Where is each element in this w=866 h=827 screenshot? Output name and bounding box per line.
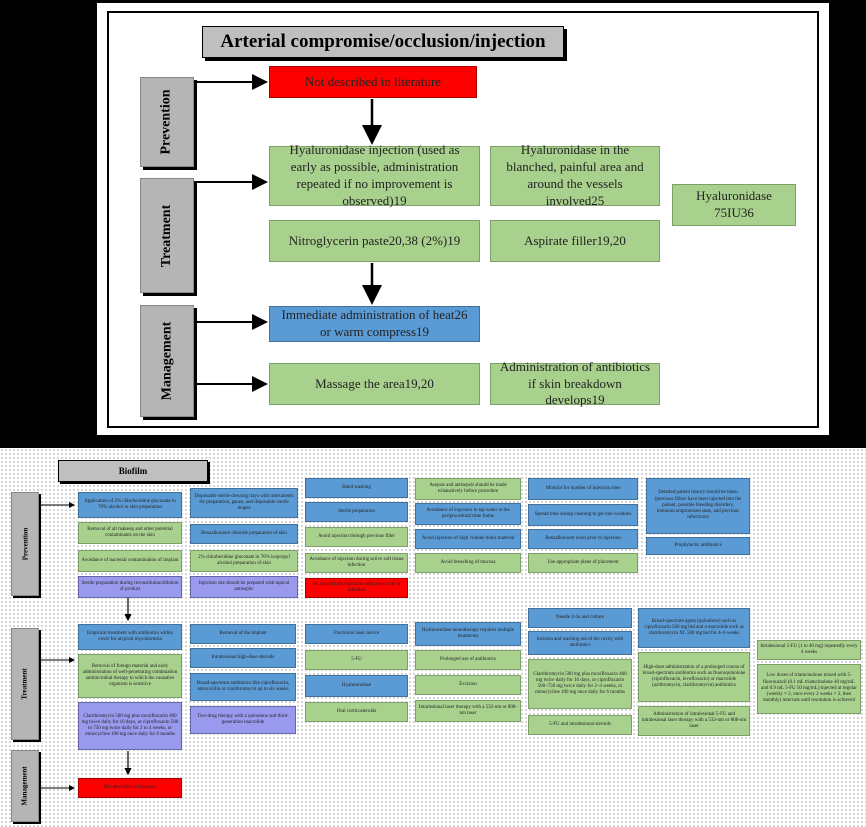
biofilm-prevention-box-20: Benzalkonium wash prior to injection: [528, 529, 638, 549]
biofilm-treatment-box-14: Excision: [415, 675, 521, 695]
biofilm-treatment-box-3: Clarithromycin 500 mg plus moxifloxacin …: [78, 702, 182, 750]
biofilm-title: Biofilm: [58, 460, 208, 482]
biofilm-prevention-box-17: Avoid breaching of mucosa: [415, 553, 521, 573]
biofilm-treatment-box-13: Prolonged use of antibiotics: [415, 650, 521, 670]
biofilm-treatment-box-9: 5-FU: [305, 650, 408, 670]
biofilm-treatment-box-1: Empirical treatment with antibiotics wit…: [78, 624, 182, 650]
biofilm-prevention-box-23: Prophylactic antibiotics: [646, 537, 750, 555]
biofilm-treatment-box-20: Broad-spectrum agent (quinolone) such as…: [638, 608, 750, 648]
biofilm-treatment-box-22: Administration of intralesional 5-FU and…: [638, 706, 750, 736]
biofilm-prevention-box-12: Avoidance of injection during active sof…: [305, 553, 408, 573]
stage-prevention-bottom: Prevention: [11, 492, 39, 596]
biofilm-treatment-box-6: Broad-spectrum antibiotics like ciproflo…: [190, 673, 296, 701]
biofilm-treatment-box-10: Hyaluronidase: [305, 675, 408, 697]
top-treatment-box-3: Hyaluronidase 75IU36: [672, 184, 796, 226]
biofilm-treatment-box-5: Intralesional high-dose steroids: [190, 648, 296, 668]
biofilm-treatment-box-23: Intralesional 5-FU (1 to 40 mg) repeated…: [757, 640, 861, 660]
biofilm-prevention-box-8: Injection site should be prepared with t…: [190, 576, 298, 598]
biofilm-treatment-box-15: Intralesional laser therapy with a 532-n…: [415, 700, 521, 722]
top-management-box-2: Massage the area19,20: [269, 363, 480, 405]
top-prevention-box: Not described in literature: [269, 66, 477, 98]
biofilm-treatment-box-7: Two-drug therapy with a quinolone and th…: [190, 706, 296, 734]
top-treatment-box-5: Aspirate filler19,20: [490, 220, 660, 262]
biofilm-treatment-box-18: Clarithromycin 500 mg plus moxifloxacin …: [528, 659, 632, 709]
stage-management-top: Management: [140, 305, 194, 417]
stage-treatment-top: Treatment: [140, 178, 194, 293]
biofilm-prevention-box-22: Detailed patient history should be taken…: [646, 478, 750, 534]
biofilm-prevention-box-9: Hand washing: [305, 478, 408, 498]
biofilm-treatment-box-8: Fractional laser device: [305, 624, 408, 644]
biofilm-treatment-box-11: Oral corticosteroids: [305, 702, 408, 722]
biofilm-prevention-box-21: Use appropriate plane of placement: [528, 553, 638, 573]
biofilm-prevention-box-15: Avoidance of exposure to tap water in th…: [415, 503, 521, 525]
top-treatment-box-2: Hyaluronidase in the blanched, painful a…: [490, 142, 660, 208]
biofilm-prevention-box-14: Asepsis and antisepsis should be made ex…: [415, 478, 521, 500]
biofilm-treatment-box-2: Removal of foreign material and early ad…: [78, 654, 182, 698]
biofilm-prevention-box-16: Avoid injection of high volume bolus mat…: [415, 529, 521, 549]
biofilm-prevention-box-2: Removal of all makeup and other potentia…: [78, 522, 182, 544]
biofilm-treatment-box-19: 5-FU and intralesional steroids: [528, 715, 632, 735]
biofilm-prevention-box-1: Application of 2% chlorhexidine gluconat…: [78, 492, 182, 518]
biofilm-treatment-box-12: Hyaluronidase monotherapy requires multi…: [415, 622, 521, 646]
top-treatment-box-1: Hyaluronidase injection (used as early a…: [269, 142, 480, 208]
biofilm-treatment-box-21: High-dose administration of a prolonged …: [638, 652, 750, 702]
biofilm-prevention-box-11: Avoid injection through previous filler: [305, 527, 408, 547]
biofilm-prevention-box-6: Benzalkonium chloride preparation of ski…: [190, 524, 298, 544]
biofilm-treatment-box-4: Removal of the implant: [190, 624, 296, 644]
biofilm-prevention-box-3: Avoidance of bacterial contamination of …: [78, 550, 182, 572]
stage-prevention-top: Prevention: [140, 77, 194, 167]
biofilm-prevention-box-7: 2% chlorhexidine gluconate in 70% isopro…: [190, 550, 298, 572]
biofilm-prevention-box-4: Sterile preparation during reconstitutio…: [78, 576, 182, 598]
stage-treatment-bottom: Treatment: [11, 628, 39, 740]
biofilm-treatment-box-16: Needle it do and culture: [528, 608, 632, 628]
biofilm-prevention-box-10: Sterile preparation: [305, 502, 408, 522]
stage-management-bottom: Management: [11, 750, 39, 822]
biofilm-prevention-box-19: Spread time during cleaning to get into …: [528, 504, 638, 526]
top-management-box-3: Administration of antibiotics if skin br…: [490, 359, 660, 407]
biofilm-prevention-box-5: Disposable sterile dressing trays with i…: [190, 488, 298, 518]
biofilm-prevention-box-18: Monitor for number of injection sites: [528, 478, 638, 500]
biofilm-treatment-box-17: Incision and washing out of the cavity w…: [528, 631, 632, 655]
biofilm-prevention-box-13: Do not perform injections adjacent to si…: [305, 578, 408, 598]
arterial-title: Arterial compromise/occlusion/injection: [202, 26, 564, 58]
top-management-box-1: Immediate administration of heat26 or wa…: [269, 306, 480, 342]
top-treatment-box-4: Nitroglycerin paste20,38 (2%)19: [269, 220, 480, 262]
biofilm-treatment-box-24: Low doses of triamcinolone mixed with 5-…: [757, 664, 861, 714]
biofilm-management-box: Not described in literature: [78, 778, 182, 798]
